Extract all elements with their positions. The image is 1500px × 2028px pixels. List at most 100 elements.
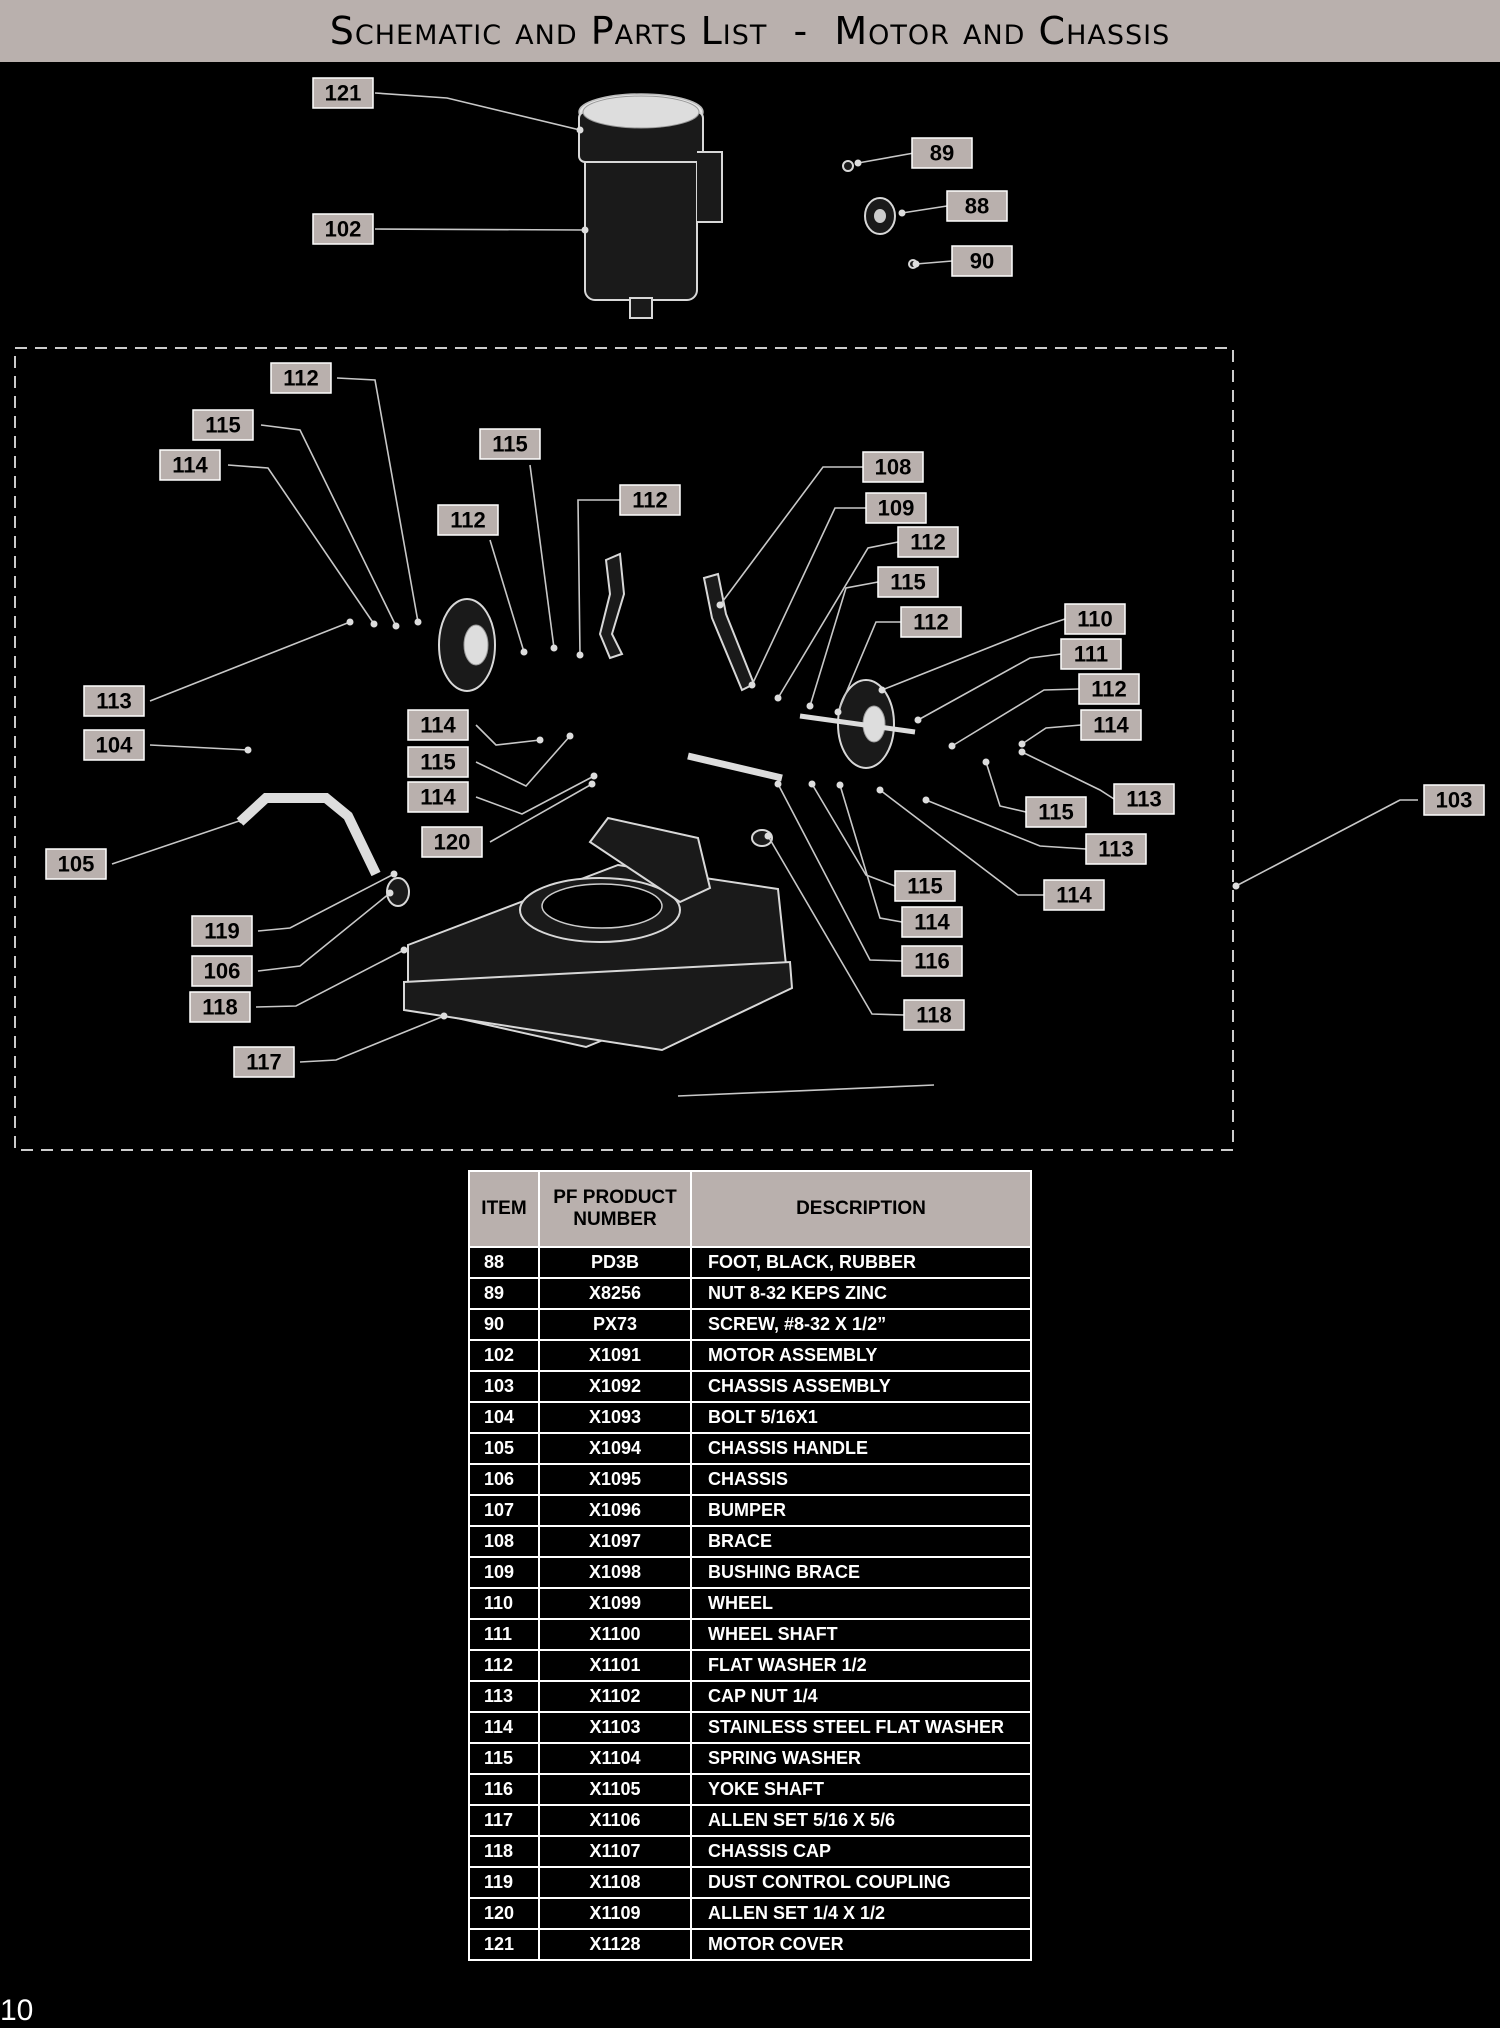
callout-label: 114 <box>1043 879 1105 911</box>
callout-number: 115 <box>890 570 926 595</box>
leader-arrowhead <box>898 209 906 217</box>
callout-label: 88 <box>946 190 1008 222</box>
leader-line <box>857 152 915 164</box>
callout-label: 112 <box>270 362 332 394</box>
callout-label: 118 <box>903 999 965 1031</box>
leader-arrowhead <box>588 780 596 788</box>
callout-label: 117 <box>233 1046 295 1078</box>
cell-number: X1109 <box>538 1897 692 1930</box>
leader-line <box>751 507 866 686</box>
callout-number: 114 <box>420 713 456 738</box>
cell-description: CHASSIS <box>690 1463 1032 1496</box>
callout-label: 106 <box>191 955 253 987</box>
leader-arrowhead <box>806 702 814 710</box>
leader-arrowhead <box>400 946 408 954</box>
callout-label: 111 <box>1060 638 1122 670</box>
callout-number: 118 <box>202 995 238 1020</box>
right-wheel-drawing <box>799 679 916 769</box>
cell-description: NUT 8-32 KEPS ZINC <box>690 1277 1032 1310</box>
callout-label: 115 <box>894 870 956 902</box>
callout-label: 118 <box>189 991 251 1023</box>
chassis-handle-drawing <box>236 793 381 877</box>
callout-label: 115 <box>1025 796 1087 828</box>
leader-line <box>901 205 948 214</box>
cell-description: FOOT, BLACK, RUBBER <box>690 1246 1032 1279</box>
cell-item: 113 <box>468 1680 540 1713</box>
leader-arrowhead <box>238 816 246 824</box>
callout-number: 113 <box>96 689 132 714</box>
callout-label: 115 <box>479 428 541 460</box>
cell-item: 104 <box>468 1401 540 1434</box>
callout-number: 115 <box>205 413 241 438</box>
header-product-line2: NUMBER <box>573 1209 657 1230</box>
cell-description: BOLT 5/16X1 <box>690 1401 1032 1434</box>
callout-label: 89 <box>911 137 973 169</box>
leader-line <box>475 724 541 746</box>
page-header: Schematic and Parts List - Motor and Cha… <box>0 0 1500 62</box>
leader-arrowhead <box>244 746 252 754</box>
callout-number: 114 <box>172 453 208 478</box>
cell-description: BRACE <box>690 1525 1032 1558</box>
leader-line <box>879 789 1044 896</box>
cell-description: MOTOR COVER <box>690 1928 1032 1961</box>
leader-arrowhead <box>948 742 956 750</box>
callout-number: 104 <box>96 733 133 758</box>
leader-arrowhead <box>834 708 842 716</box>
leader-line <box>227 464 375 625</box>
callout-label: 110 <box>1064 603 1126 635</box>
leader-arrowhead <box>912 260 920 268</box>
page-number: 10 <box>0 1994 34 2027</box>
leader-arrowhead <box>370 620 378 628</box>
leader-line <box>255 949 405 1008</box>
leader-line <box>260 424 397 627</box>
leader-line <box>257 892 391 972</box>
leader-arrowhead <box>878 686 886 694</box>
cell-description: CHASSIS CAP <box>690 1835 1032 1868</box>
callout-number: 111 <box>1074 642 1108 667</box>
yoke-shaft-drawing <box>687 752 783 782</box>
cell-number: X1102 <box>538 1680 692 1713</box>
leader-line <box>1021 751 1115 800</box>
callout-number: 119 <box>204 919 240 944</box>
cell-description: CHASSIS HANDLE <box>690 1432 1032 1465</box>
leader-line <box>577 499 620 656</box>
leader-line <box>881 618 1066 691</box>
leader-arrowhead <box>386 889 394 897</box>
leader-arrowhead <box>392 622 400 630</box>
leader-arrowhead <box>982 758 990 766</box>
page-title: Schematic and Parts List - Motor and Cha… <box>329 9 1171 53</box>
cell-number: X1128 <box>538 1928 692 1961</box>
cell-number: X1097 <box>538 1525 692 1558</box>
cell-item: 109 <box>468 1556 540 1589</box>
callout-number: 112 <box>1091 677 1127 702</box>
callout-label: 114 <box>159 449 221 481</box>
cell-item: 117 <box>468 1804 540 1837</box>
callout-number: 118 <box>916 1003 952 1028</box>
cell-number: X1101 <box>538 1649 692 1682</box>
cell-item: 121 <box>468 1928 540 1961</box>
leader-line <box>149 621 351 702</box>
cell-number: X1105 <box>538 1773 692 1806</box>
left-wheel-drawing <box>438 598 496 692</box>
callout-label: 103 <box>1423 784 1485 816</box>
callout-number: 109 <box>878 496 915 521</box>
leader-line <box>336 377 419 623</box>
leader-arrowhead <box>774 780 782 788</box>
cell-item: 107 <box>468 1494 540 1527</box>
callout-number: 113 <box>1126 787 1162 812</box>
callout-label: 113 <box>1113 783 1175 815</box>
cell-item: 115 <box>468 1742 540 1775</box>
